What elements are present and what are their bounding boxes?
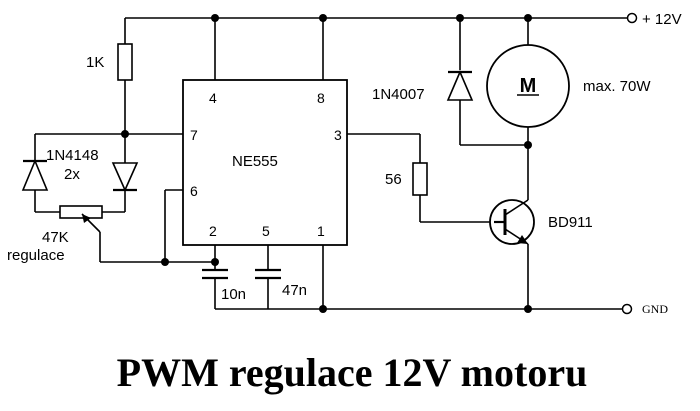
pot-value-label: 47K [42,229,69,246]
motor-power-label: max. 70W [583,78,651,95]
resistor-56 [412,162,428,196]
resistor-1k [117,43,133,81]
resistor-1k-label: 1K [86,54,104,71]
transistor-bd911 [489,199,535,245]
diodes-count-label: 2x [64,166,80,183]
capacitor-10n [202,268,228,280]
pin-7: 7 [190,127,198,143]
diodes-label: 1N4148 [46,147,99,164]
wiring [34,17,628,310]
diode-1n4007-label: 1N4007 [372,86,425,103]
diode-left [21,158,49,191]
diode-right [111,162,139,192]
pin-8: 8 [317,90,325,106]
ne555-chip: NE555 4 8 7 3 6 2 5 1 [182,79,348,246]
pin-5: 5 [262,223,270,239]
motor-symbol: M [520,75,537,97]
pot-regulace-label: regulace [7,247,65,264]
potentiometer [59,205,103,262]
pin-1: 1 [317,223,325,239]
diode-1n4007 [446,69,474,101]
ground-label: GND [642,302,668,316]
pin-4: 4 [209,90,217,106]
pin-2: 2 [209,223,217,239]
transistor-label: BD911 [548,214,593,231]
junction-dots [121,14,532,313]
capacitor-47n-label: 47n [282,282,307,299]
ground-terminal [621,303,633,315]
resistor-56-label: 56 [385,171,402,188]
diagram-title: PWM regulace 12V motoru [117,350,588,395]
supply-terminal [626,12,638,24]
pin-3: 3 [334,127,342,143]
pin-6: 6 [190,183,198,199]
capacitor-47n [255,268,281,280]
supply-label: + 12V [642,11,682,28]
chip-name: NE555 [232,153,278,170]
capacitor-10n-label: 10n [221,286,246,303]
motor [486,44,570,128]
